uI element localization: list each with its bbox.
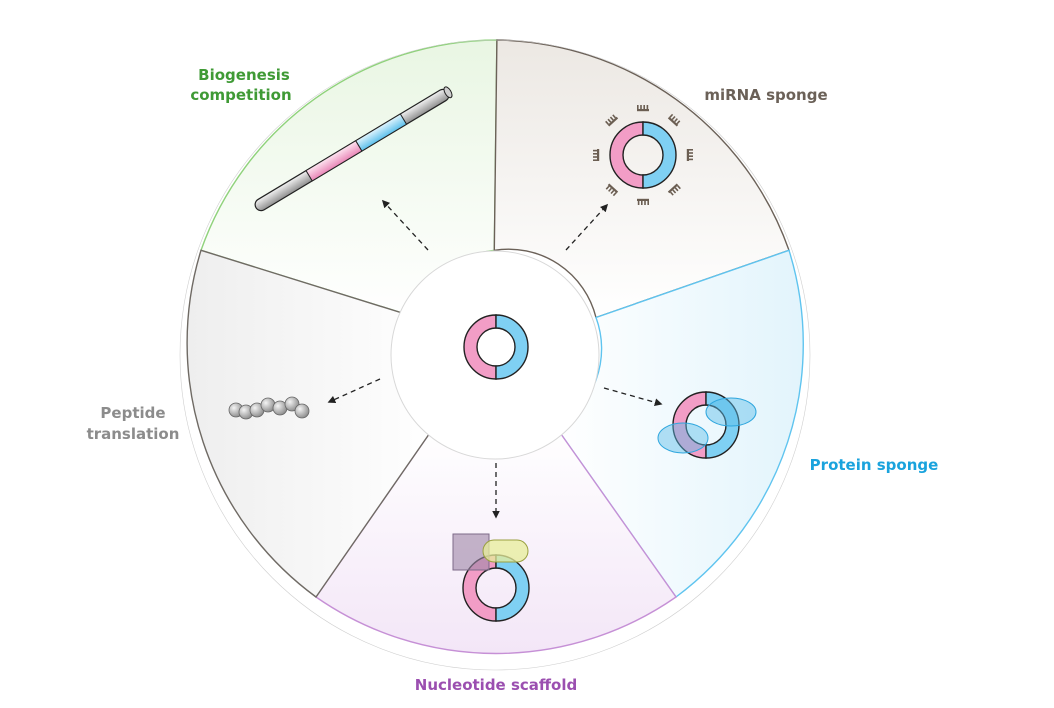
label-protein: Protein sponge <box>810 456 939 474</box>
label-biogenesis-line2: competition <box>190 86 291 104</box>
label-peptide-line2: translation <box>87 425 180 443</box>
label-mirna: miRNA sponge <box>704 86 827 104</box>
arrow-biogenesis <box>381 199 429 251</box>
label-peptide-line1: Peptide <box>100 404 165 422</box>
arrow-peptide <box>327 378 381 403</box>
protein-blob-icon <box>705 397 757 427</box>
ring-with-mirnas-icon <box>593 105 693 205</box>
linear-rna-rod-icon <box>254 86 453 212</box>
label-nucleotide: Nucleotide scaffold <box>415 676 577 694</box>
center-disk <box>390 250 600 460</box>
arrows <box>327 199 663 519</box>
protein-blob-icon <box>657 422 709 454</box>
circrna-ring-icon <box>463 314 529 380</box>
mirna-combs <box>593 105 693 205</box>
arrow-protein <box>603 387 663 407</box>
ring-with-proteins-icon <box>657 391 757 459</box>
label-biogenesis-line1: Biogenesis <box>198 66 290 84</box>
pill-protein-icon <box>482 539 529 563</box>
outer-ring <box>179 39 811 671</box>
arrow-mirna <box>565 203 609 251</box>
ring-with-complex-icon <box>452 533 530 622</box>
peptide-chain-icon <box>228 396 310 420</box>
